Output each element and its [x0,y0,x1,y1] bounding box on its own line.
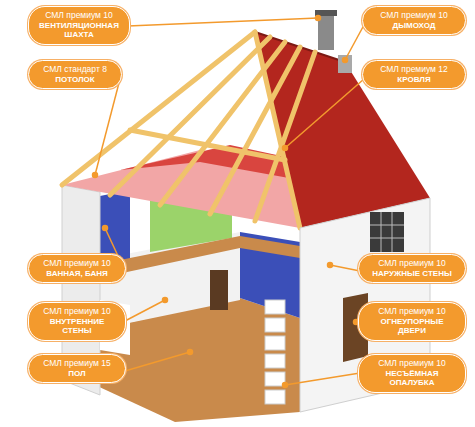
usage-name: ВАННАЯ, БАНЯ [37,269,117,279]
usage-name: ВНУТРЕННИЕ СТЕНЫ [37,317,117,336]
label-pill: СМЛ премиум 15ПОЛ [28,354,126,383]
label-pill: СМЛ премиум 10ОГНЕУПОРНЫЕ ДВЕРИ [358,302,466,341]
label-pill: СМЛ стандарт 8ПОТОЛОК [28,60,122,89]
product-name: СМЛ премиум 12 [371,65,457,75]
product-name: СМЛ премиум 15 [37,359,117,369]
usage-name: КРОВЛЯ [371,75,457,85]
usage-name: ДЫМОХОД [371,21,457,31]
product-name: СМЛ премиум 10 [37,307,117,317]
label-pill: СМЛ премиум 10ДЫМОХОД [362,6,466,35]
usage-name: НЕСЪЁМНАЯ ОПАЛУБКА [367,369,457,388]
product-name: СМЛ премиум 10 [37,11,121,21]
label-pill: СМЛ премиум 10НАРУЖНЫЕ СТЕНЫ [358,254,466,283]
product-name: СМЛ стандарт 8 [37,65,113,75]
usage-name: ПОТОЛОК [37,75,113,85]
product-name: СМЛ премиум 10 [371,11,457,21]
usage-name: НАРУЖНЫЕ СТЕНЫ [367,269,457,279]
product-name: СМЛ премиум 10 [367,259,457,269]
label-pill: СМЛ премиум 12КРОВЛЯ [362,60,466,89]
usage-name: ПОЛ [37,369,117,379]
product-name: СМЛ премиум 10 [37,259,117,269]
label-pill: СМЛ премиум 10ВЕНТИЛЯЦИОННАЯ ШАХТА [28,6,130,45]
product-name: СМЛ премиум 10 [367,359,457,369]
label-pill: СМЛ премиум 10ВАННАЯ, БАНЯ [28,254,126,283]
usage-name: ОГНЕУПОРНЫЕ ДВЕРИ [367,317,457,336]
product-name: СМЛ премиум 10 [367,307,457,317]
label-pill: СМЛ премиум 10НЕСЪЁМНАЯ ОПАЛУБКА [358,354,466,393]
label-pill: СМЛ премиум 10ВНУТРЕННИЕ СТЕНЫ [28,302,126,341]
usage-name: ВЕНТИЛЯЦИОННАЯ ШАХТА [37,21,121,40]
